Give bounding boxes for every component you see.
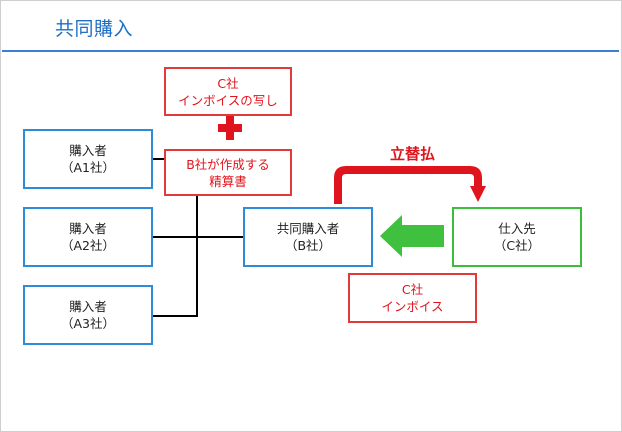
- statement-line2: 精算書: [209, 173, 247, 189]
- page-title: 共同購入: [55, 18, 134, 40]
- joint-buyer-line2: （B社）: [284, 238, 332, 253]
- buyer-a1-box: 購入者 （A1社）: [23, 129, 153, 189]
- connector-a3: [152, 315, 198, 317]
- connector-a2: [152, 236, 244, 238]
- connector-a1: [152, 158, 166, 160]
- supplier-line1: 仕入先: [498, 221, 536, 236]
- buyer-a1-line2: （A1社）: [60, 160, 115, 175]
- plus-icon: [218, 116, 242, 140]
- title-underline: [2, 50, 619, 52]
- buyer-a2-box: 購入者 （A2社）: [23, 207, 153, 267]
- buyer-a3-line2: （A3社）: [60, 316, 115, 331]
- advance-payment-arrow: [334, 166, 486, 204]
- supplier-line2: （C社）: [493, 238, 541, 253]
- statement-box: B社が作成する 精算書: [164, 149, 292, 196]
- invoice-copy-line2: インボイスの写し: [178, 92, 278, 108]
- invoice-box: C社 インボイス: [348, 273, 477, 323]
- buyer-a2-line2: （A2社）: [60, 238, 115, 253]
- invoice-copy-box: C社 インボイスの写し: [164, 67, 292, 116]
- advance-payment-label: 立替払: [390, 145, 436, 163]
- joint-buyer-line1: 共同購入者: [276, 221, 340, 236]
- buyer-a3-box: 購入者 （A3社）: [23, 285, 153, 345]
- invoice-line1: C社: [401, 282, 424, 297]
- supplier-box: 仕入先 （C社）: [452, 207, 582, 267]
- connector-vertical: [196, 196, 198, 317]
- invoice-line2: インボイス: [381, 299, 444, 314]
- joint-buyer-box: 共同購入者 （B社）: [243, 207, 373, 267]
- buyer-a2-line1: 購入者: [69, 221, 107, 236]
- invoice-copy-line1: C社: [217, 75, 239, 91]
- green-left-arrow: [380, 215, 444, 257]
- buyer-a3-line1: 購入者: [69, 299, 107, 314]
- statement-line1: B社が作成する: [186, 156, 270, 172]
- buyer-a1-line1: 購入者: [69, 143, 107, 158]
